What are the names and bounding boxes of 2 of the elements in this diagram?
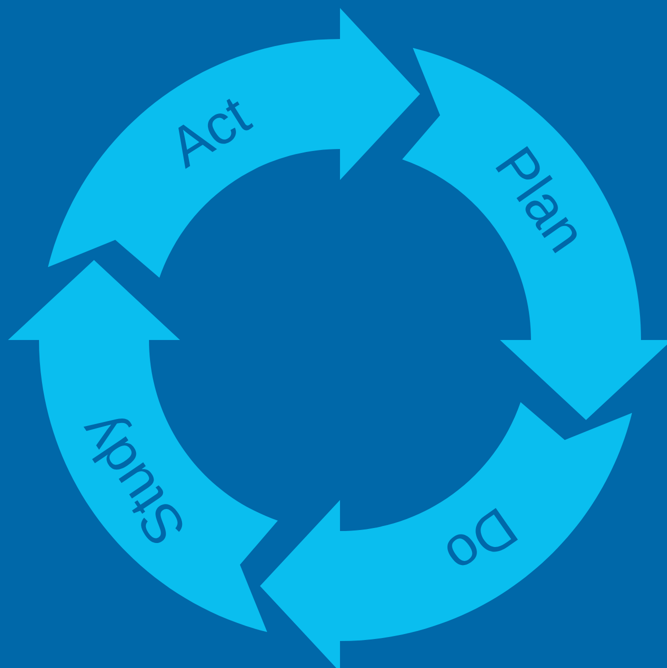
arrow-segment: Act <box>48 8 420 278</box>
arrow-segment: Do <box>260 402 632 668</box>
